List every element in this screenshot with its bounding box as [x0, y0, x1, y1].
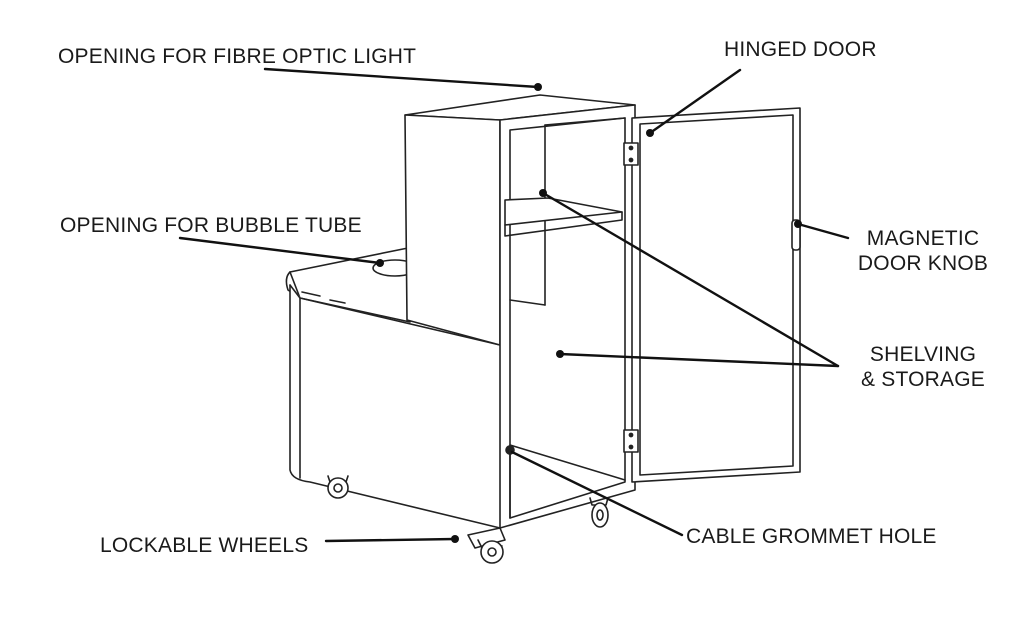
- label-bubble-tube: OPENING FOR BUBBLE TUBE: [60, 214, 362, 237]
- cabinet-body: [404, 94, 636, 529]
- leader-lockable-wheels: [324, 537, 457, 543]
- leader-shelving-2: [558, 352, 840, 368]
- label-shelving-storage: SHELVING & STORAGE: [852, 342, 994, 392]
- label-magnetic-door-knob: MAGNETIC DOOR KNOB: [852, 226, 994, 276]
- leader-magnetic-knob: [796, 222, 850, 240]
- shelf: [504, 197, 623, 237]
- bottom-hinge: [623, 429, 639, 453]
- label-shelving-line1: SHELVING: [869, 343, 977, 366]
- leader-shelving-1: [541, 191, 840, 368]
- hinged-door: [623, 107, 801, 483]
- top-hinge: [623, 142, 639, 166]
- label-lockable-wheels: LOCKABLE WHEELS: [100, 534, 309, 557]
- label-magnetic-line1: MAGNETIC: [866, 227, 980, 250]
- wheel-rear-right: [589, 497, 609, 528]
- leader-lines: [178, 67, 850, 543]
- label-shelving-line2: & STORAGE: [861, 368, 985, 391]
- leader-hinged-door: [648, 68, 742, 135]
- label-hinged-door: HINGED DOOR: [724, 38, 877, 61]
- wheels: [327, 475, 609, 564]
- wheel-rear-left: [327, 475, 349, 499]
- leader-cable-grommet: [510, 450, 684, 537]
- label-fibre-optic-light: OPENING FOR FIBRE OPTIC LIGHT: [58, 45, 417, 68]
- label-cable-grommet-hole: CABLE GROMMET HOLE: [686, 525, 937, 548]
- label-magnetic-line2: DOOR KNOB: [857, 252, 989, 275]
- leader-bubble-tube: [178, 236, 382, 265]
- wheel-front-lockable: [467, 527, 506, 564]
- leader-fibre-optic: [263, 67, 540, 89]
